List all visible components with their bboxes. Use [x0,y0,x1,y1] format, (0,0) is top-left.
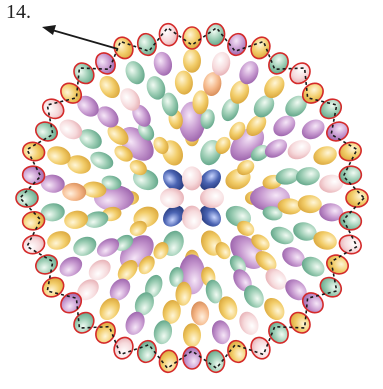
bead [183,49,201,73]
bead [182,206,202,230]
bead [285,137,314,163]
outer-bead [286,308,314,336]
bead [70,233,99,259]
outer-bead [92,49,119,77]
bead [260,294,289,324]
bead [268,223,296,247]
bead [152,50,175,77]
outer-bead [317,95,345,122]
outer-bead [265,49,292,77]
left-arrow-icon [42,25,118,49]
bead [210,319,233,346]
outer-bead [33,119,60,145]
outer-bead [39,95,67,122]
bead [62,182,87,201]
bead [45,228,73,253]
bead [174,70,194,95]
outer-bead [337,233,363,256]
bead [190,301,210,326]
outer-bead [183,347,201,369]
outer-bead [286,59,314,87]
bead [95,72,124,102]
outer-bead [21,233,47,256]
outer-bead [183,27,201,49]
outer-bead [70,59,98,87]
outer-bead [337,140,363,163]
outer-bead [70,308,98,336]
bead [183,323,201,347]
step-number: 14. [6,2,31,22]
bead [94,234,123,260]
outer-bead [21,140,47,163]
bead [297,194,322,213]
bead [88,148,116,172]
outer-bead [265,318,292,346]
outer-bead [248,34,274,61]
outer-bead [39,274,67,301]
bead [236,309,262,338]
outer-bead [33,252,60,278]
bead [56,253,86,281]
bead [182,166,202,190]
bead [122,58,148,87]
outer-bead [111,334,137,361]
bead [262,135,291,161]
bead [311,143,339,168]
bead [294,165,321,187]
bead-rings [40,49,344,347]
bead [160,188,184,208]
outer-bead [317,274,345,301]
outer-bead [324,252,351,278]
bead [63,209,90,231]
outer-bead [324,119,351,145]
bead [298,116,328,144]
bead [200,188,224,208]
